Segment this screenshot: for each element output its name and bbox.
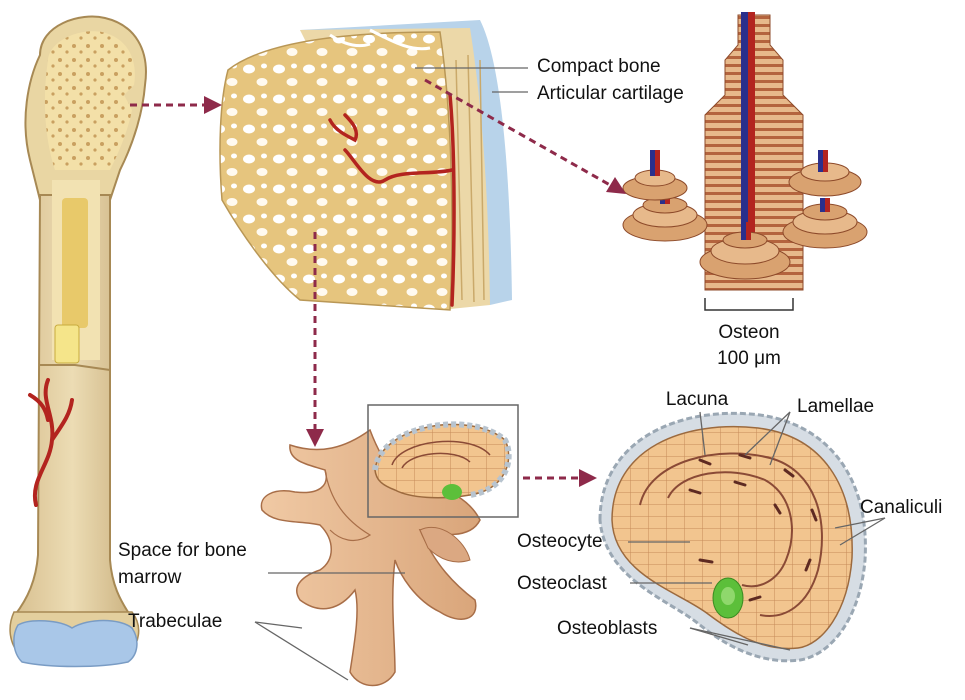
arrow-bone-to-block-head xyxy=(204,96,222,114)
distal-articular-cartilage xyxy=(14,621,137,667)
label-space-for-marrow-line1: Space for bone xyxy=(118,540,247,561)
label-osteoblasts: Osteoblasts xyxy=(557,618,657,639)
marrow-plug xyxy=(55,325,79,363)
yellow-marrow xyxy=(62,198,88,328)
label-trabeculae: Trabeculae xyxy=(128,611,222,632)
small-trabecula-section xyxy=(375,424,509,500)
osteon-rings-left-top xyxy=(623,150,687,200)
trabeculae-illustration xyxy=(261,405,518,686)
arrow-block-to-trabeculae-head xyxy=(306,429,324,447)
small-osteoclast xyxy=(442,484,462,500)
bone-tissue-block xyxy=(220,20,512,310)
label-osteocyte: Osteocyte xyxy=(517,531,603,552)
spongy-bone-block xyxy=(220,32,452,310)
label-space-for-marrow-line2: marrow xyxy=(118,567,182,588)
label-lamellae: Lamellae xyxy=(797,396,874,417)
label-canaliculi: Canaliculi xyxy=(860,497,942,518)
arrow-block-to-osteon-head xyxy=(606,177,626,194)
leader-trabeculae-b xyxy=(255,622,348,680)
label-lacuna: Lacuna xyxy=(666,389,729,410)
arrow-trabecula-to-enlarged-head xyxy=(579,469,597,487)
label-scale-bar: 100 μm xyxy=(717,348,781,369)
label-articular-cartilage: Articular cartilage xyxy=(537,83,684,104)
osteoclast-nucleus xyxy=(721,587,735,605)
label-osteoclast: Osteoclast xyxy=(517,573,607,594)
label-osteon: Osteon xyxy=(718,322,779,343)
osteon-scale-bracket xyxy=(705,298,793,310)
label-compact-bone: Compact bone xyxy=(537,56,661,77)
